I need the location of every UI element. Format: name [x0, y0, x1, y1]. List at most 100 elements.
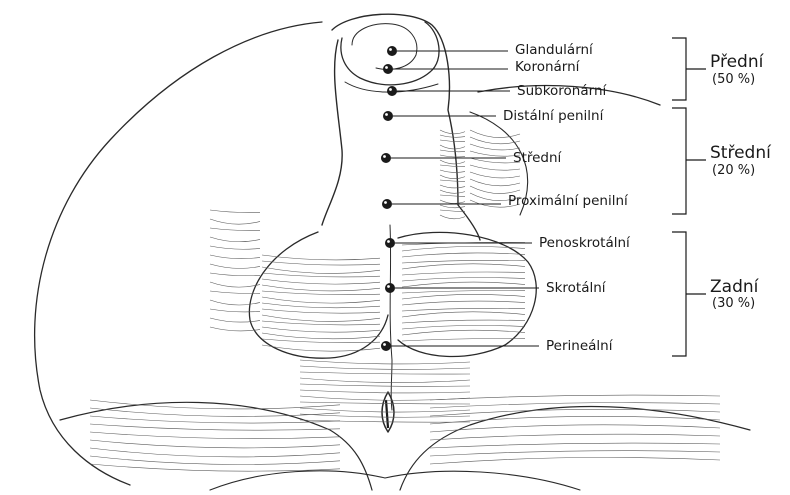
hatch-stroke: [440, 215, 465, 219]
hatch-stroke: [262, 261, 380, 265]
anus-center: [386, 400, 388, 428]
hatch-stroke: [300, 372, 470, 374]
hatch-stroke: [90, 408, 340, 416]
group-name-middle: Střední: [710, 143, 772, 163]
group-name-posterior: Zadní: [710, 277, 760, 297]
marker-highlight-penoscrotal: [387, 240, 390, 243]
hatch-stroke: [430, 395, 720, 400]
group-percent-posterior: (30 %): [712, 296, 755, 311]
hatch-stroke: [402, 294, 525, 299]
marker-proximal-penile: [382, 199, 392, 209]
hatch-stroke: [440, 200, 465, 203]
bracket-posterior: [672, 232, 706, 356]
label-perineal: Perineální: [546, 338, 614, 354]
label-penoscrotal: Penoskrotální: [539, 235, 631, 251]
hatch-stroke: [440, 140, 465, 142]
glans-inner: [352, 24, 417, 70]
hatch-stroke: [90, 400, 340, 409]
bracket-anterior: [672, 38, 706, 100]
group-name-anterior: Přední: [710, 52, 765, 72]
hatch-stroke: [440, 155, 465, 157]
marker-distal-penile: [383, 111, 393, 121]
marker-scrotal: [385, 283, 395, 293]
hatch-stroke: [402, 277, 525, 281]
hatch-stroke: [210, 318, 260, 322]
hatch-stroke: [402, 290, 525, 293]
hatch-stroke: [440, 180, 465, 182]
hatch-stroke: [300, 408, 470, 412]
hatch-stroke: [440, 165, 465, 167]
penis-outline: [322, 14, 480, 240]
hatch-stroke: [90, 464, 340, 471]
hatch-stroke: [300, 384, 470, 386]
marker-perineal: [381, 341, 391, 351]
hatch-stroke: [210, 255, 260, 259]
hatch-stroke: [262, 297, 380, 303]
hatch-stroke: [300, 390, 470, 393]
hatch-stroke: [262, 285, 380, 291]
hatch-stroke: [210, 246, 260, 249]
marker-coronal: [383, 64, 393, 74]
hatch-stroke: [262, 279, 380, 284]
hatch-stroke: [430, 443, 720, 448]
hatch-stroke: [210, 228, 260, 231]
hatch-stroke: [402, 330, 525, 335]
hatch-stroke: [402, 308, 525, 311]
hatch-stroke: [402, 264, 525, 269]
scrotum-left-outline: [249, 232, 388, 358]
hatch-stroke: [210, 237, 260, 242]
hatch-stroke: [402, 253, 525, 257]
marker-highlight-glandular: [389, 48, 392, 51]
marker-highlight-subcoronal: [389, 88, 392, 91]
hatch-stroke: [262, 315, 380, 321]
group-percent-anterior: (50 %): [712, 72, 755, 87]
hatch-stroke: [90, 456, 340, 464]
hatch-stroke: [262, 339, 380, 343]
hatch-stroke: [262, 309, 380, 313]
hatch-stroke: [440, 190, 465, 193]
hatch-stroke: [300, 414, 470, 417]
hatch-stroke: [440, 160, 465, 164]
hatch-stroke: [440, 170, 465, 172]
label-mid: Střední: [513, 150, 563, 166]
hatch-stroke: [430, 434, 720, 440]
group-percent-middle: (20 %): [712, 163, 755, 178]
label-distal-penile: Distální penilní: [503, 108, 605, 124]
hatch-stroke: [300, 420, 470, 422]
marker-glandular: [387, 46, 397, 56]
hatch-stroke: [300, 360, 470, 364]
hatch-stroke: [90, 424, 340, 430]
label-subcoronal: Subkoronární: [517, 83, 608, 99]
label-coronal: Koronární: [515, 59, 581, 75]
label-glandular: Glandulární: [515, 42, 594, 58]
hatch-stroke: [402, 246, 525, 251]
hatch-stroke: [402, 320, 525, 323]
hatch-stroke: [402, 301, 525, 305]
hatch-stroke: [470, 172, 520, 178]
hatch-stroke: [262, 291, 380, 295]
hatch-stroke: [440, 195, 465, 197]
marker-highlight-distal-penile: [385, 113, 388, 116]
marker-subcoronal: [387, 86, 397, 96]
hatch-stroke: [430, 451, 720, 456]
hatch-stroke: [402, 260, 525, 263]
hatch-stroke: [210, 219, 260, 224]
gluteal-curve: [210, 471, 580, 490]
hatch-stroke: [430, 416, 720, 424]
label-scrotal: Skrotální: [546, 280, 607, 296]
hatch-stroke: [402, 312, 525, 317]
hatch-stroke: [210, 282, 260, 287]
hatching-texture: [90, 130, 720, 471]
hatch-stroke: [300, 402, 470, 404]
marker-penoscrotal: [385, 238, 395, 248]
hatch-stroke: [402, 338, 525, 341]
hatch-stroke: [210, 264, 260, 268]
anatomical-illustration: [35, 14, 750, 490]
group-brackets: [672, 38, 706, 356]
hatch-stroke: [402, 272, 525, 275]
marker-highlight-scrotal: [387, 285, 390, 288]
hatch-stroke: [210, 273, 260, 276]
hatch-stroke: [440, 150, 465, 152]
hatch-stroke: [470, 130, 520, 138]
